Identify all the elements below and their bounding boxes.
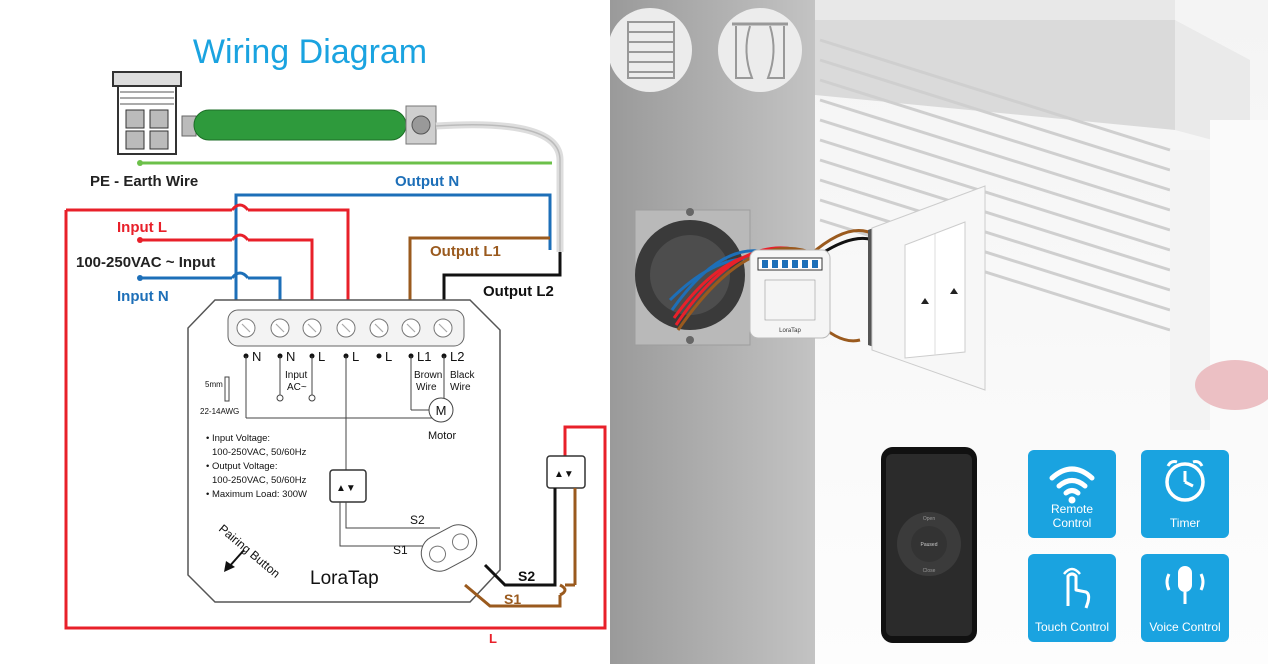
touch-hand-icon [1028, 560, 1116, 610]
alarm-clock-icon [1141, 456, 1229, 506]
motor-label: Motor [428, 430, 456, 442]
internal-s1-label: S1 [393, 543, 408, 557]
input-voltage-label: 100-250VAC ~ Input [76, 254, 215, 271]
black-wire-label-2: Wire [450, 382, 471, 393]
blinds-icon [610, 8, 692, 92]
spec-line: • Input Voltage: [206, 433, 270, 444]
black-wire-label: Black [450, 370, 475, 381]
tubular-motor-icon [181, 105, 437, 145]
roller-shutter-icon [112, 71, 182, 155]
product-photo-svg: LoraTap Open Paused Close [610, 0, 1268, 664]
internal-switch-icon [329, 469, 367, 503]
spec-line: 100-250VAC, 50/60Hz [212, 475, 307, 486]
wall-switch [868, 185, 986, 391]
microphone-icon [1141, 560, 1229, 610]
s2-label: S2 [518, 568, 535, 584]
feature-remote-control: Remote Control [1028, 450, 1116, 538]
terminal-label: L2 [450, 349, 464, 364]
output-l2-label: Output L2 [483, 283, 554, 300]
terminal-label: N [286, 349, 295, 364]
wall-box [634, 208, 751, 346]
phone-paused-label: Paused [921, 542, 938, 548]
wiring-diagram-svg: Wiring Diagram PE - Earth Wire Output N … [64, 33, 607, 646]
output-n-label: Output N [395, 173, 459, 190]
motor-symbol-letter: M [436, 403, 447, 418]
feature-timer: Timer [1141, 450, 1229, 538]
phone-close-label: Close [923, 568, 936, 574]
brand-label: LoraTap [310, 568, 379, 589]
feature-label: Touch Control [1034, 620, 1110, 634]
feature-label: Remote Control [1050, 502, 1094, 530]
smartphone: Open Paused Close [881, 447, 977, 643]
wifi-icon [1028, 456, 1116, 506]
phone-open-label: Open [923, 516, 935, 522]
spec-line: • Output Voltage: [206, 461, 277, 472]
feature-touch-control: Touch Control [1028, 554, 1116, 642]
s1-label: S1 [504, 591, 521, 607]
input-n-label: Input N [117, 288, 169, 305]
awg-label: 22-14AWG [200, 407, 239, 416]
terminal-label: N [252, 349, 261, 364]
switch-terminal-block [420, 524, 478, 572]
diagram-title: Wiring Diagram [193, 33, 427, 71]
pe-earth-label: PE - Earth Wire [90, 173, 198, 190]
brown-wire-label-2: Wire [416, 382, 437, 393]
module-brand: LoraTap [779, 328, 801, 334]
svg-text:▲▼: ▲▼ [554, 469, 574, 480]
terminal-label: L [352, 349, 359, 364]
curtains-icon [718, 8, 802, 92]
product-photo: LoraTap Open Paused Close Remote Contr [610, 0, 1268, 664]
input-l-label: Input L [117, 219, 167, 236]
wire-strip-label: 5mm [205, 380, 223, 389]
output-l1-label: Output L1 [430, 243, 501, 260]
switch-module-photo: LoraTap [749, 249, 831, 339]
motor-symbol [428, 397, 454, 423]
feature-voice-control: Voice Control [1141, 554, 1229, 642]
brown-wire-label: Brown [414, 370, 442, 381]
terminal-label: L [385, 349, 392, 364]
input-ac-label: Input [285, 370, 307, 381]
switch-module [187, 299, 501, 603]
feature-label: Voice Control [1149, 620, 1221, 634]
feature-label: Timer [1169, 516, 1201, 530]
svg-text:▲▼: ▲▼ [336, 483, 356, 494]
external-switch-icon [546, 455, 586, 489]
l-bottom-label: L [489, 631, 497, 646]
terminal-label: L1 [417, 349, 431, 364]
input-ac-label-2: AC~ [287, 382, 307, 393]
internal-s2-label: S2 [410, 513, 425, 527]
terminal-label: L [318, 349, 325, 364]
spec-line: • Maximum Load: 300W [206, 489, 307, 500]
spec-line: 100-250VAC, 50/60Hz [212, 447, 307, 458]
wiring-diagram: Wiring Diagram PE - Earth Wire Output N … [0, 0, 610, 664]
